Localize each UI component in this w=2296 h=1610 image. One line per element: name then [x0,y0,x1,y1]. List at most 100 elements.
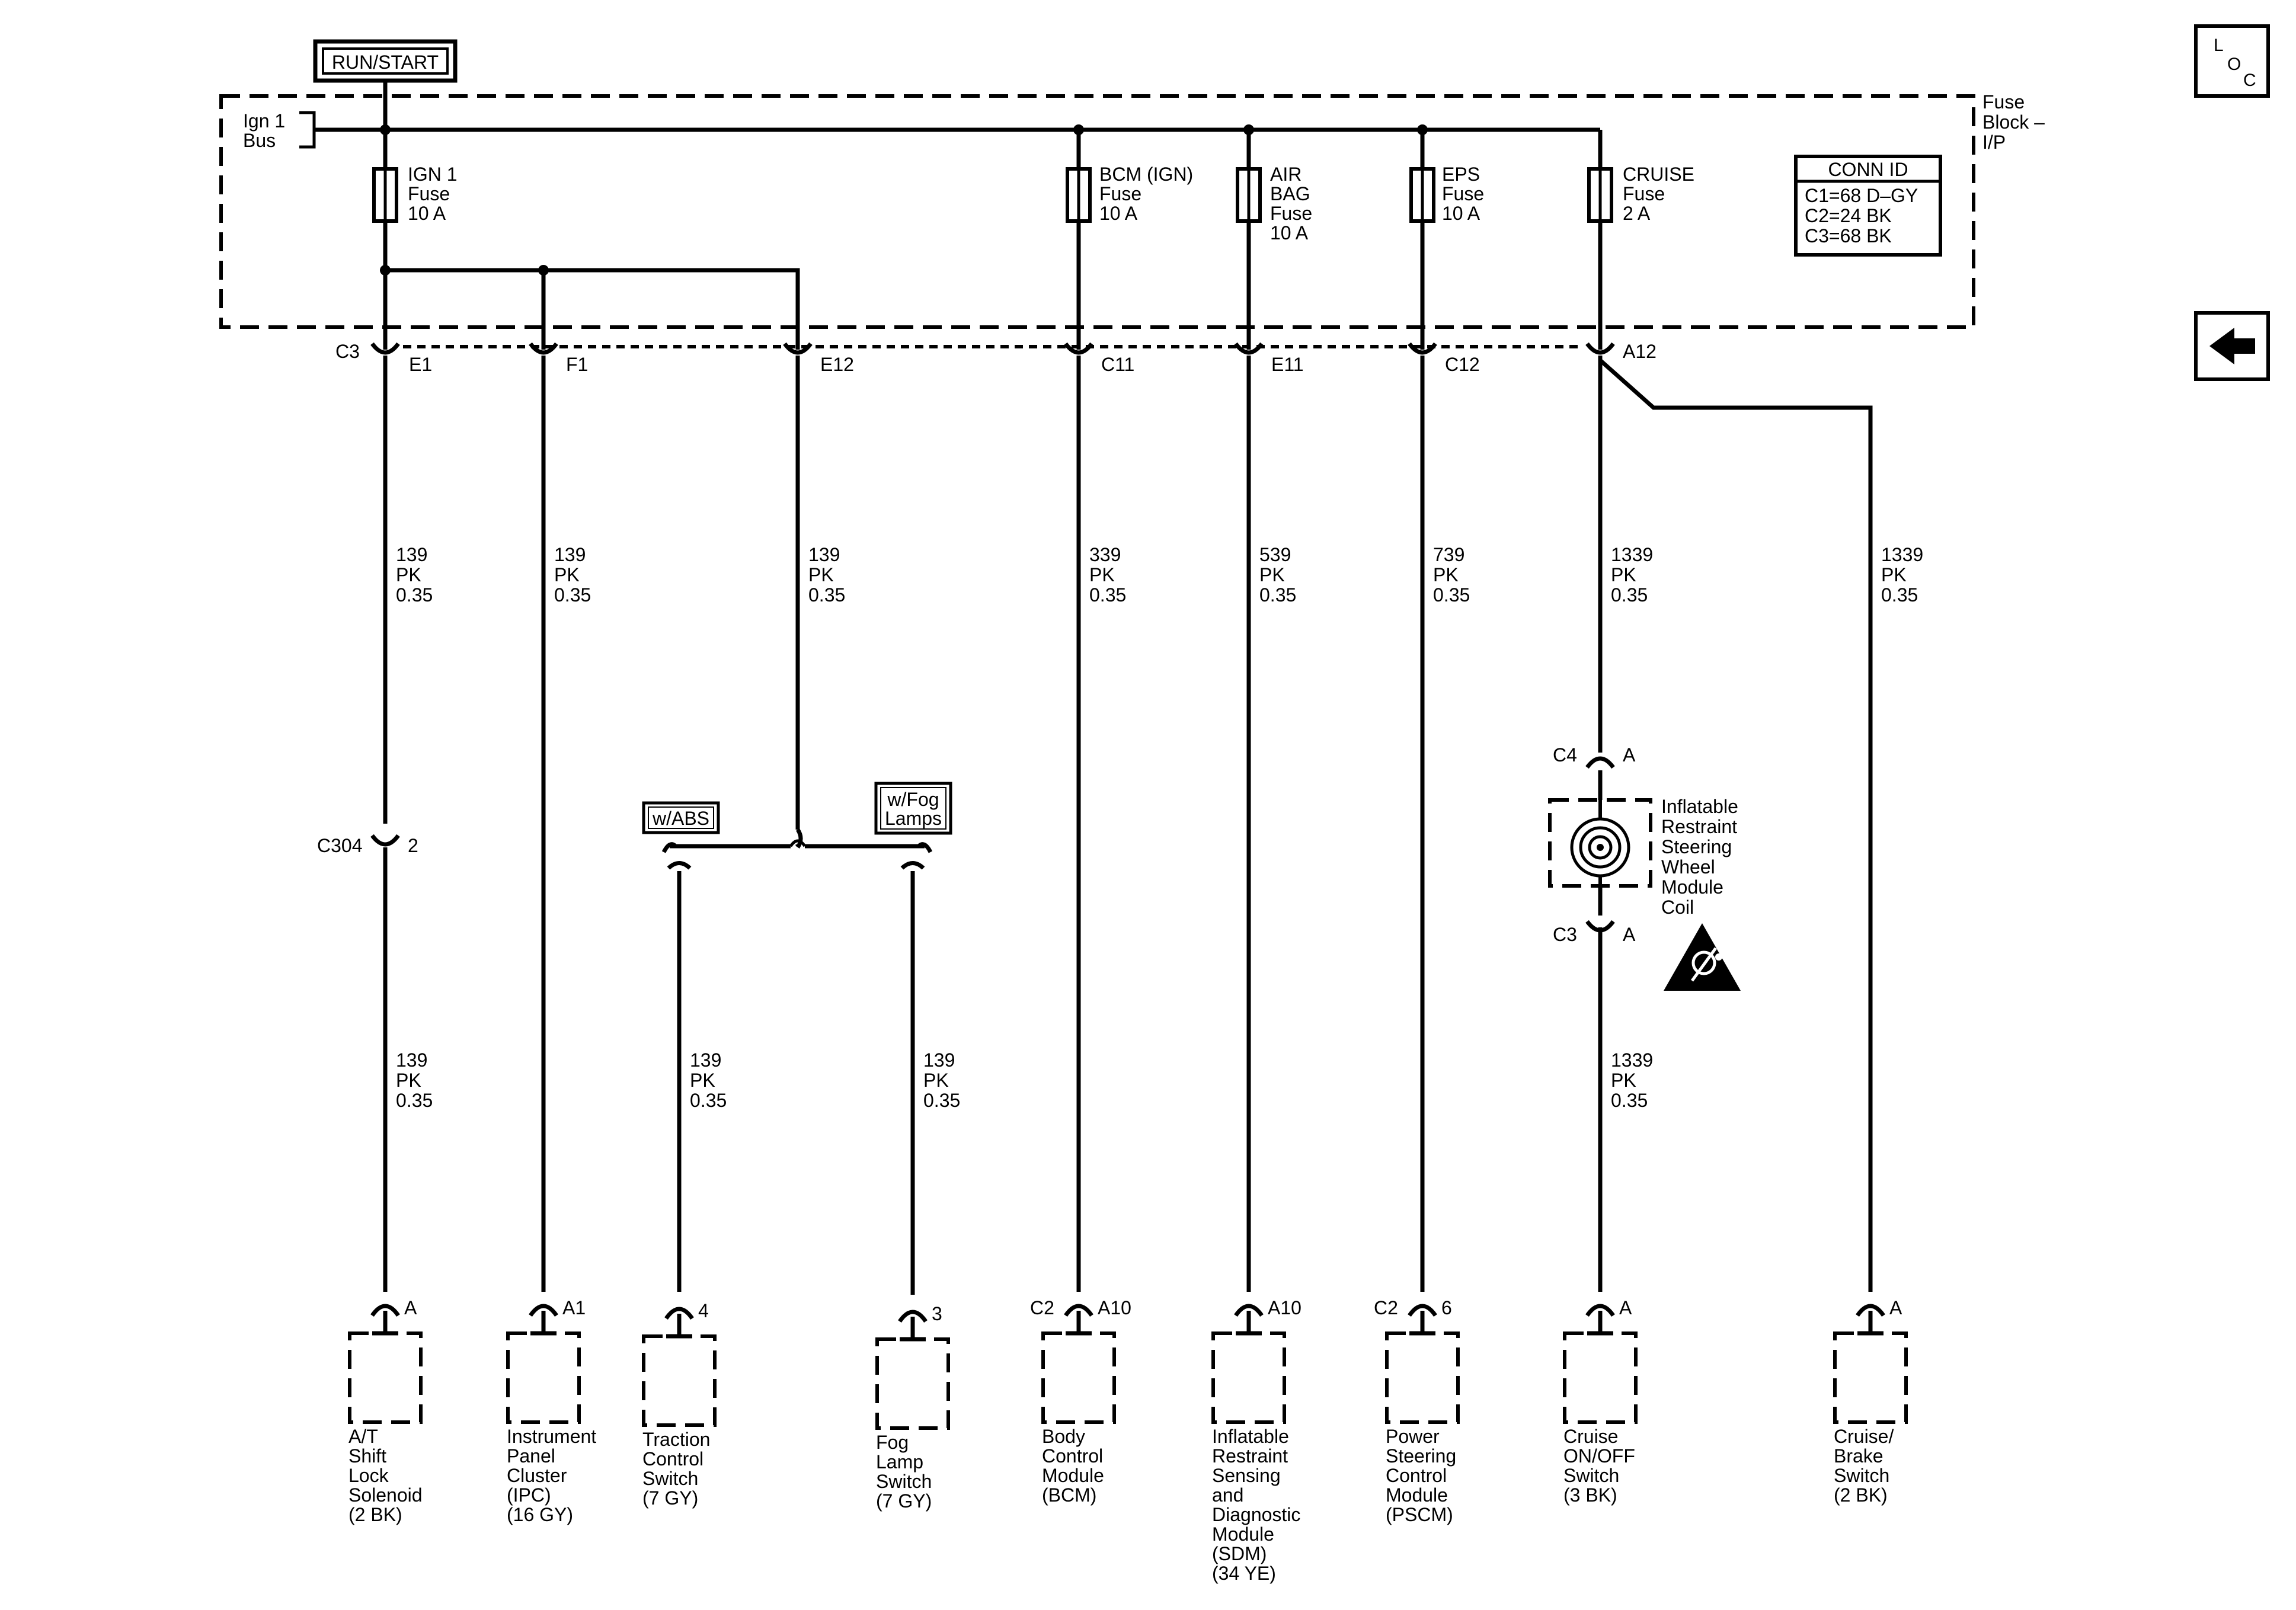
splice-dots [380,124,1428,276]
component-label-line: (16 GY) [507,1504,573,1525]
svg-text:w/ABS: w/ABS [652,808,709,829]
inline-connector-c3b: C3 [1553,924,1577,945]
loc-button[interactable]: L O C [2194,24,2270,98]
svg-text:Wheel: Wheel [1661,856,1715,878]
component-label-line: Power [1386,1426,1440,1447]
component-label-line: Inflatable [1212,1426,1289,1447]
svg-text:0.35: 0.35 [1089,584,1126,606]
svg-text:EPS: EPS [1442,164,1480,185]
terminal-arc [898,1310,928,1323]
svg-text:1339: 1339 [1611,1049,1653,1071]
pin-label: E12 [820,354,854,375]
component-box [348,1331,423,1424]
wire-runs [370,356,1873,1295]
svg-text:IGN 1: IGN 1 [408,164,458,185]
component-label-line: Switch [1834,1465,1889,1486]
svg-text:PK: PK [923,1070,949,1091]
component-label-line: Steering [1386,1445,1456,1467]
clockspring-icon [1570,800,1630,886]
power-source-box: RUN/START [313,39,458,83]
svg-text:w/Fog: w/Fog [887,789,939,810]
back-button[interactable] [2194,311,2270,381]
component-label-line: Diagnostic [1212,1504,1300,1525]
component-pin: 4 [698,1300,709,1321]
component-label-line: (34 YE) [1212,1563,1276,1584]
svg-text:Module: Module [1661,876,1723,898]
component-label-line: (7 GY) [876,1490,932,1512]
component-pin: A10 [1098,1297,1131,1318]
component-pin: A10 [1268,1297,1302,1318]
svg-text:739: 739 [1433,544,1464,565]
svg-text:PK: PK [1881,564,1907,585]
terminal-arc [529,1304,558,1317]
pin-label: C12 [1445,354,1480,375]
fuse-block-label-line: Block – [1982,111,2045,133]
component-label-line: (IPC) [507,1484,551,1506]
svg-text:0.35: 0.35 [923,1090,960,1111]
svg-text:0.35: 0.35 [808,584,845,606]
loc-letter: L [2214,36,2224,55]
svg-text:AIR: AIR [1270,164,1302,185]
pin-label: A12 [1623,341,1657,362]
svg-text:139: 139 [554,544,586,565]
component-label-line: (PSCM) [1386,1504,1453,1525]
fuse-block-label: Fuse Block – I/P [1982,91,2045,153]
pin-label: C11 [1101,354,1134,375]
conn-id-title: CONN ID [1828,159,1908,180]
svg-text:10 A: 10 A [408,203,446,224]
loc-letter: C [2243,71,2256,90]
svg-text:CRUISE: CRUISE [1623,164,1694,185]
svg-text:0.35: 0.35 [1611,1090,1648,1111]
component-label-line: Brake [1834,1445,1884,1467]
component-label-line: Sensing [1212,1465,1281,1486]
pin-label: E1 [409,354,432,375]
component-label-line: Switch [876,1471,932,1492]
component-label-line: Body [1042,1426,1085,1447]
component-label-line: Control [1386,1465,1447,1486]
svg-text:139: 139 [396,1049,427,1071]
terminal-arc [1064,1304,1093,1317]
conn-id-table: CONN ID C1=68 D–GY C2=24 BK C3=68 BK [1794,155,1942,257]
svg-text:0.35: 0.35 [1259,584,1296,606]
component-box [1563,1331,1638,1424]
component-pin: 3 [932,1303,942,1324]
svg-text:PK: PK [808,564,834,585]
component-label-line: Cruise/ [1834,1426,1894,1447]
pin-label: E11 [1271,354,1304,375]
component-label-line: Module [1212,1523,1274,1545]
fuse-block-outline [219,94,1975,329]
component-label-line: (2 BK) [1834,1484,1888,1506]
component-label-line: Module [1042,1465,1104,1486]
loc-letter: O [2227,55,2241,74]
svg-text:139: 139 [923,1049,955,1071]
component-label-line: Shift [348,1445,386,1467]
svg-text:BCM (IGN): BCM (IGN) [1099,164,1193,185]
component-label-line: (2 BK) [348,1504,402,1525]
steering-wheel-coil: Inflatable Restraint Steering Wheel Modu… [1548,796,1738,918]
component-sdm: A10InflatableRestraintSensingandDiagnost… [1211,1297,1302,1584]
component-box [875,1337,950,1430]
component-pin: A [404,1297,417,1318]
svg-text:0.35: 0.35 [1611,584,1648,606]
component-label-line: and [1212,1484,1243,1506]
component-box [1833,1331,1908,1424]
svg-text:139: 139 [808,544,840,565]
conn-id-row: C1=68 D–GY [1805,185,1918,206]
component-label-line: Control [642,1448,703,1470]
svg-text:PK: PK [396,564,421,585]
svg-text:2 A: 2 A [1623,203,1651,224]
component-label-line: Switch [642,1468,698,1489]
svg-text:0.35: 0.35 [1881,584,1918,606]
component-pin: A [1889,1297,1902,1318]
left-arrow-icon [2209,328,2255,364]
